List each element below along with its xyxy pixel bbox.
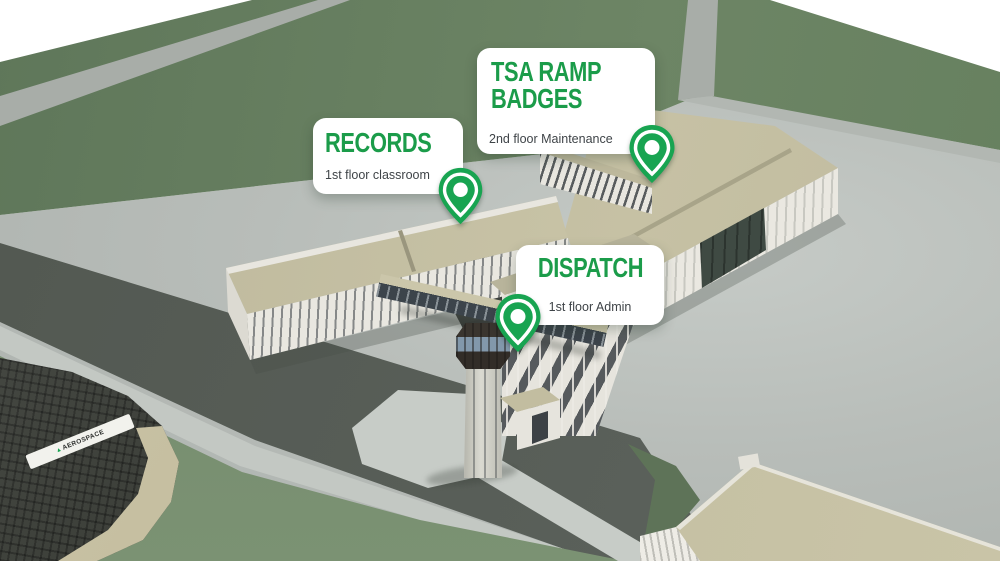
- control-tower-shaft: [464, 360, 502, 478]
- marker-card-records[interactable]: RECORDS 1st floor classroom: [313, 118, 463, 194]
- tsa-location-pin-icon[interactable]: [627, 122, 677, 186]
- tsa-title: TSA RAMP BADGES: [491, 56, 602, 114]
- tsa-subtitle: 2nd floor Maintenance: [489, 132, 613, 146]
- records-title: RECORDS: [325, 127, 432, 158]
- control-tower-cab: [456, 323, 510, 369]
- records-subtitle: 1st floor classroom: [325, 168, 430, 182]
- dispatch-subtitle: 1st floor Admin: [548, 300, 632, 314]
- records-location-pin-icon[interactable]: [436, 166, 485, 226]
- dispatch-location-pin-icon[interactable]: [493, 291, 543, 355]
- marker-card-dispatch[interactable]: DISPATCH 1st floor Admin: [516, 245, 664, 325]
- marker-card-tsa-ramp-badges[interactable]: TSA RAMP BADGES 2nd floor Maintenance: [477, 48, 655, 154]
- dispatch-title: DISPATCH: [537, 252, 643, 283]
